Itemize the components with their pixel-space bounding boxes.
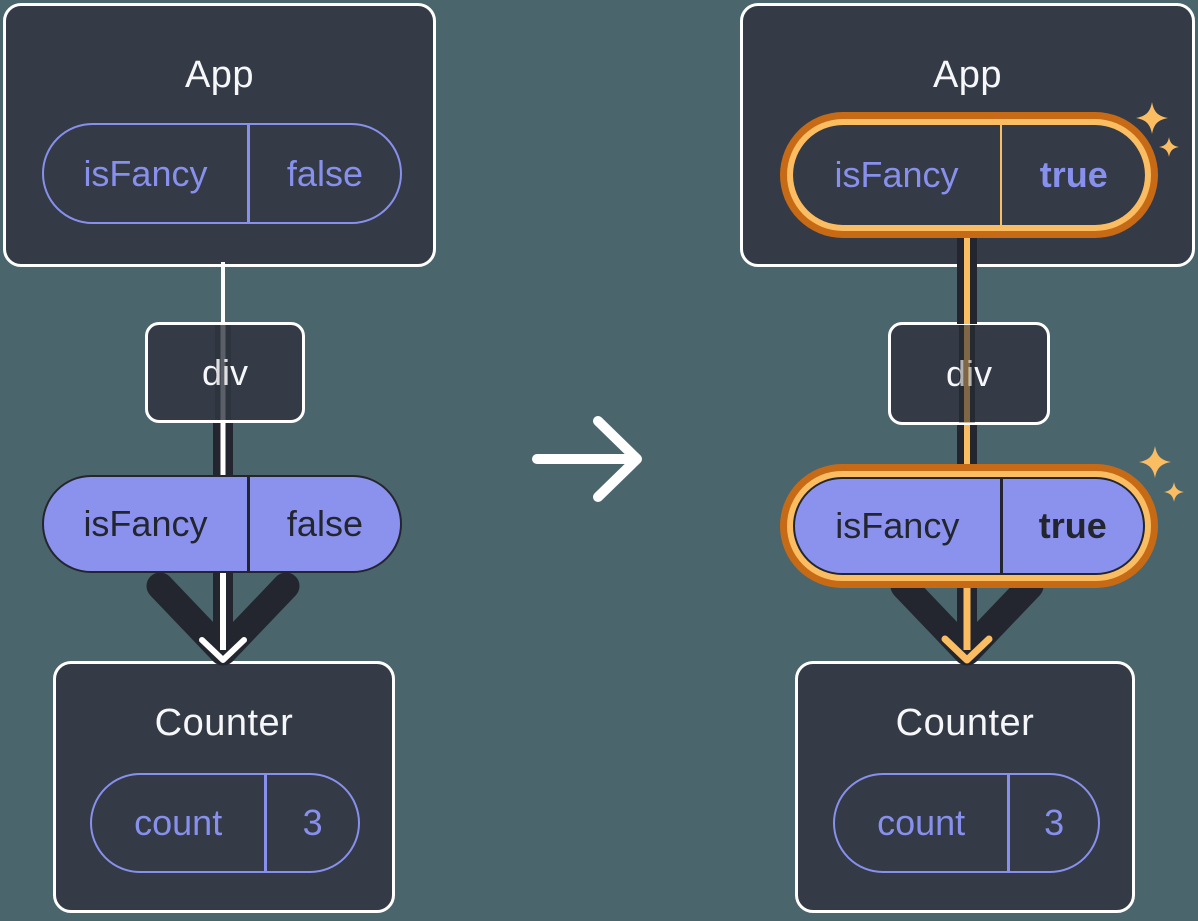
div-node-box-before: div <box>145 322 305 423</box>
app-title: App <box>932 54 1003 96</box>
pill-divider <box>246 477 250 571</box>
prop-pill-after: isFancy true <box>793 477 1145 575</box>
state-name: isFancy <box>834 154 959 195</box>
app-component-box-after: App <box>740 3 1195 267</box>
state-name: count <box>134 802 223 843</box>
state-pill-app-after: isFancy true <box>793 125 1145 225</box>
state-value: false <box>286 152 363 194</box>
prop-name: isFancy <box>83 503 208 544</box>
state-value: true <box>1039 154 1108 195</box>
prop-arrowhead-after <box>890 572 1044 666</box>
sparkle-icon <box>1139 446 1171 478</box>
prop-value: false <box>286 503 363 544</box>
prop-arrowhead-before <box>146 572 300 666</box>
state-name: count <box>877 802 966 843</box>
pill-divider <box>999 479 1003 573</box>
prop-name: isFancy <box>835 505 960 546</box>
state-pill-app-before: isFancy false <box>42 123 402 224</box>
div-label: div <box>201 351 249 393</box>
prop-pill-before: isFancy false <box>42 475 402 573</box>
state-name: isFancy <box>83 152 208 194</box>
counter-title: Counter <box>154 702 294 744</box>
right-arrow-icon <box>532 416 642 502</box>
div-node-box-after: div <box>888 322 1050 425</box>
pill-divider <box>999 125 1003 225</box>
div-label: div <box>945 352 993 394</box>
state-pill-counter-after: count 3 <box>833 773 1100 873</box>
sparkle-icon <box>1164 482 1184 502</box>
state-value: 3 <box>302 802 323 843</box>
state-pill-counter-before: count 3 <box>90 773 360 873</box>
app-title: App <box>184 54 255 96</box>
pill-divider <box>264 775 268 871</box>
state-value: 3 <box>1044 802 1065 843</box>
pill-divider <box>1007 775 1011 871</box>
prop-value: true <box>1038 505 1107 546</box>
counter-title: Counter <box>895 702 1035 744</box>
pill-divider <box>246 125 250 222</box>
